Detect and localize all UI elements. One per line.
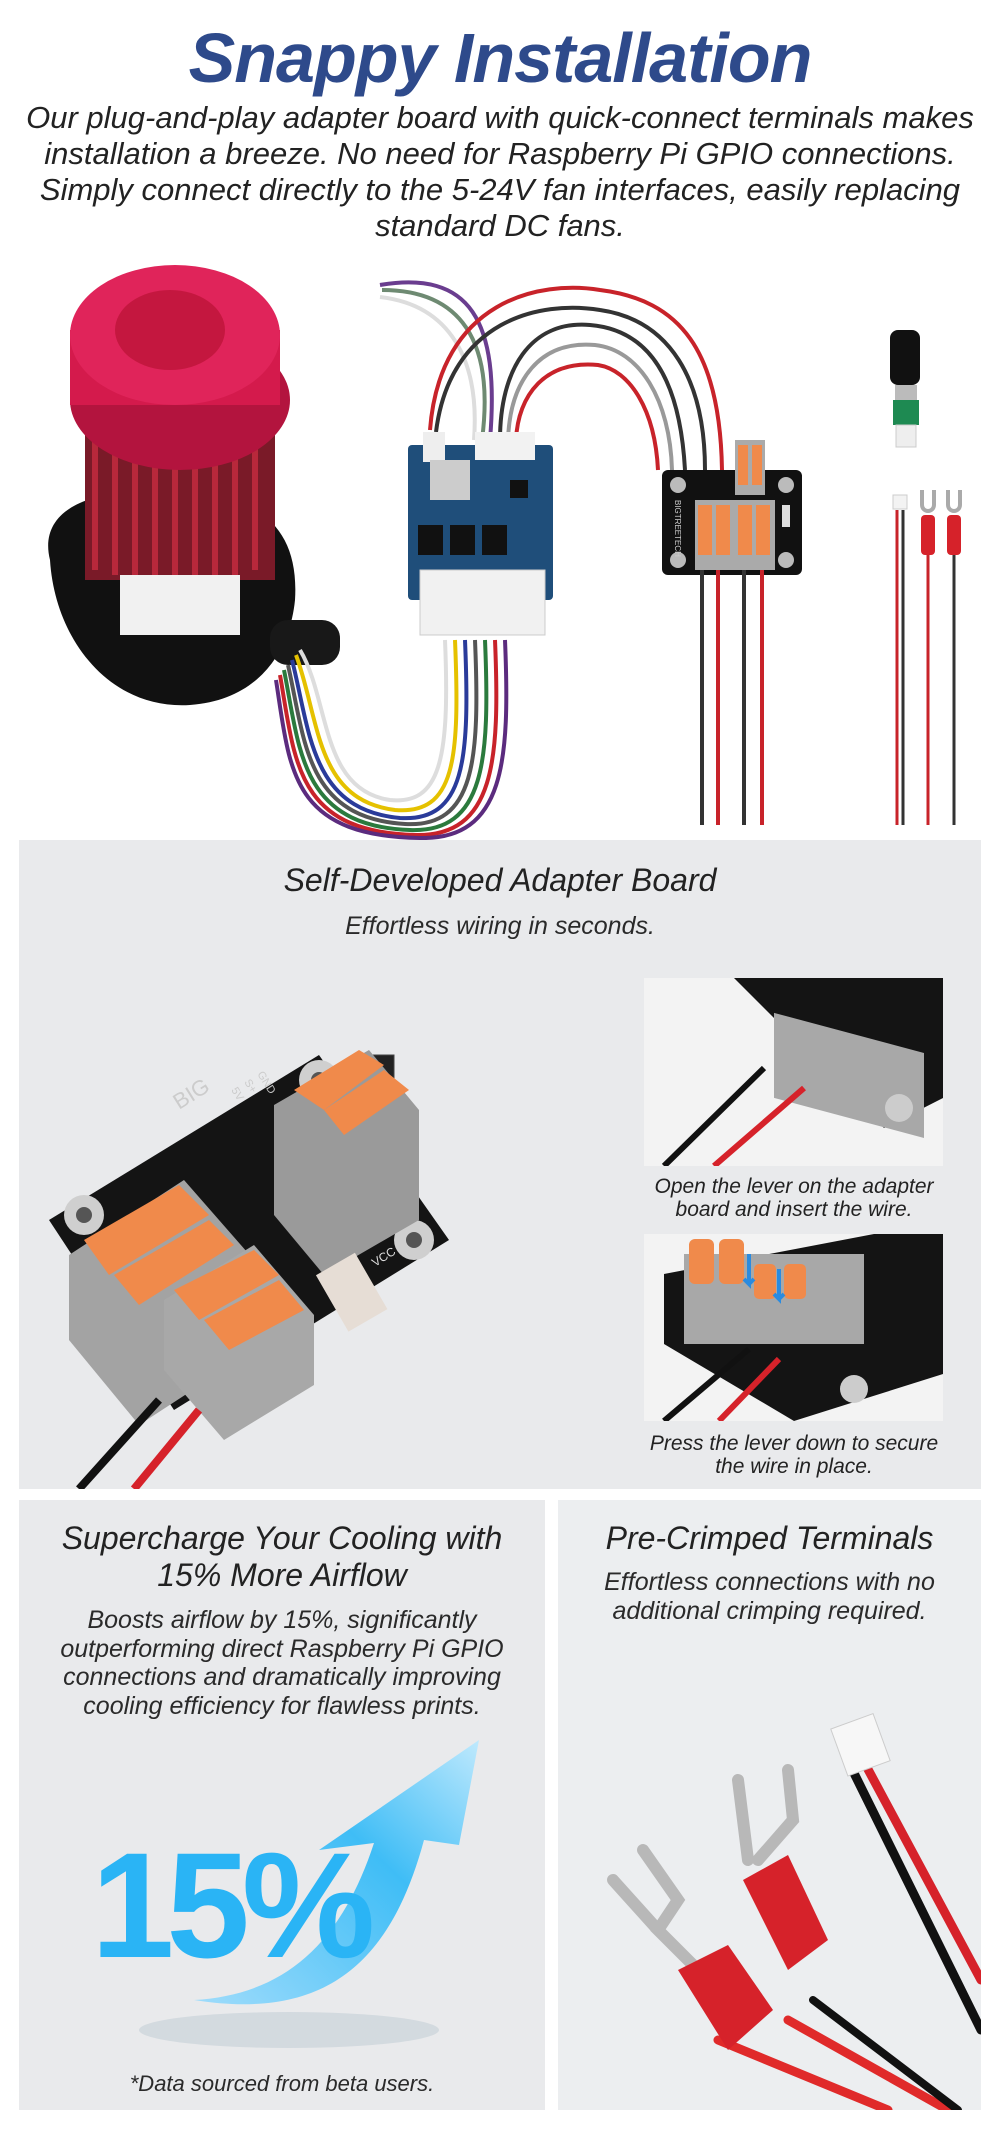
- page-title: Snappy Installation: [188, 19, 813, 97]
- step-2-image: [644, 1234, 943, 1421]
- section-subtitle: Effortless wiring in seconds.: [345, 912, 655, 940]
- footnote: *Data sourced from beta users.: [129, 2071, 435, 2096]
- adapter-board-section: Self-Developed Adapter Board Effortless …: [19, 840, 981, 1489]
- product-kit-photo: BIGTREETECH: [0, 260, 1000, 840]
- terminal-wires: [892, 490, 962, 825]
- arrow-down-icon: [742, 1254, 756, 1289]
- controller-board: [408, 432, 553, 636]
- airflow-body: Boosts airflow by 15%, significantly out…: [60, 1606, 504, 1720]
- airflow-title: Supercharge Your Cooling with 15% More A…: [61, 1520, 503, 1593]
- airflow-section: Supercharge Your Cooling with 15% More A…: [19, 1500, 545, 2110]
- board-label-5v: 5V: [228, 1085, 246, 1103]
- crimped-terminals-photo: [607, 1713, 981, 2110]
- upward-arrow-icon: [139, 1740, 479, 2048]
- section-title: Self-Developed Adapter Board: [283, 862, 717, 898]
- arrow-down-icon: [772, 1269, 786, 1304]
- adapter-board: BIGTREETECH: [662, 440, 802, 575]
- step-2-caption: Press the lever down to secure the wire …: [649, 1432, 939, 1478]
- step-1-image: [644, 978, 943, 1166]
- board-brand-label: BIGTREETECH: [673, 500, 682, 557]
- terminals-body: Effortless connections with no additiona…: [604, 1568, 935, 1625]
- intro-paragraph: Our plug-and-play adapter board with qui…: [26, 100, 974, 243]
- stat-15-percent: 15%: [91, 1821, 375, 1989]
- step-1-caption: Open the lever on the adapter board and …: [654, 1175, 934, 1221]
- terminals-section: Pre-Crimped Terminals Effortless connect…: [558, 1500, 981, 2110]
- board-label-big: BIG: [168, 1073, 213, 1114]
- blower-fan: [48, 265, 340, 706]
- potentiometer: [890, 330, 920, 448]
- terminals-title: Pre-Crimped Terminals: [605, 1520, 934, 1556]
- adapter-board-photo: BIG 5V S+ GND VCC: [39, 970, 619, 1489]
